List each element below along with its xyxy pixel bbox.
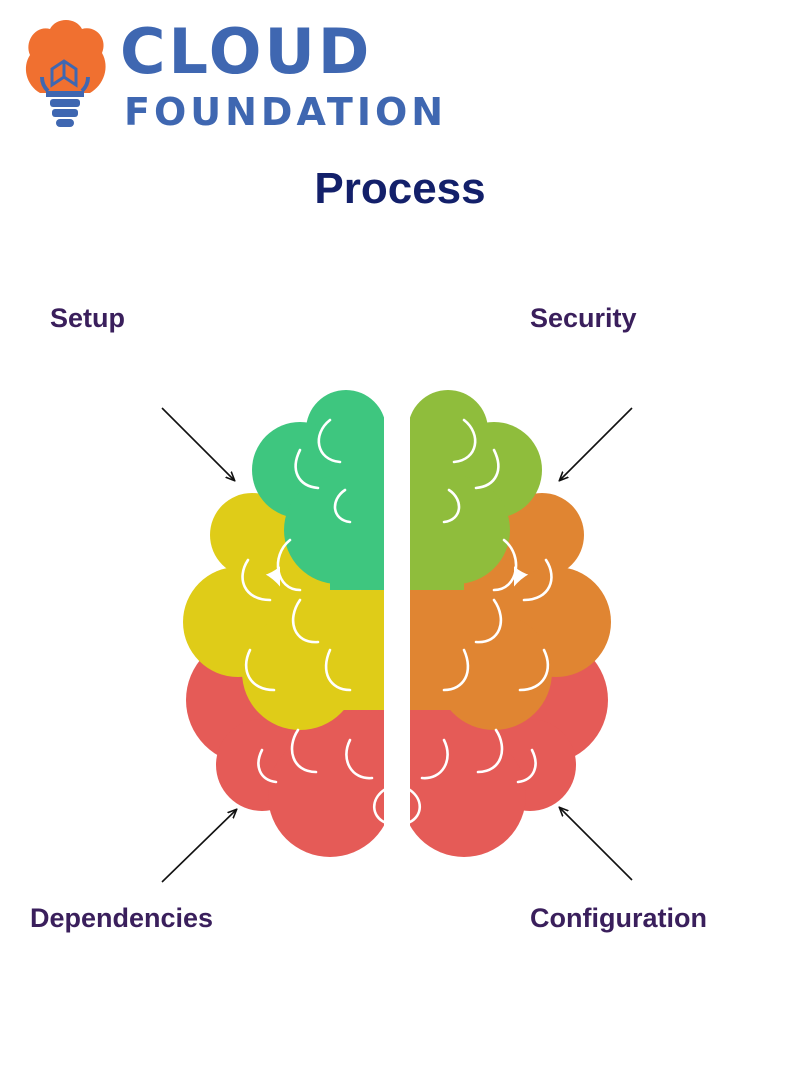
arrow-security — [560, 407, 633, 480]
brain-left-hemisphere — [183, 390, 384, 857]
brain-right-hemisphere — [410, 390, 611, 857]
label-configuration: Configuration — [530, 903, 707, 933]
label-setup: Setup — [50, 303, 126, 333]
brand-name-line2: FOUNDATION — [124, 90, 448, 134]
page-title: Process — [314, 164, 486, 213]
brain-icon — [183, 390, 611, 857]
arrow-dependencies — [161, 810, 236, 883]
lightbulb-icon — [25, 20, 106, 127]
brand-logo: CLOUD FOUNDATION — [20, 15, 470, 135]
label-security: Security — [530, 303, 637, 333]
arrow-setup — [161, 407, 234, 480]
brain-lobe-green-left — [252, 390, 384, 590]
brain-folds-left — [241, 418, 384, 824]
brain-lobe-lime-right — [410, 390, 542, 590]
brand-name-line1: CLOUD — [120, 15, 373, 88]
label-dependencies: Dependencies — [30, 903, 214, 933]
brain-folds-right — [410, 418, 553, 824]
arrow-configuration — [560, 808, 633, 881]
